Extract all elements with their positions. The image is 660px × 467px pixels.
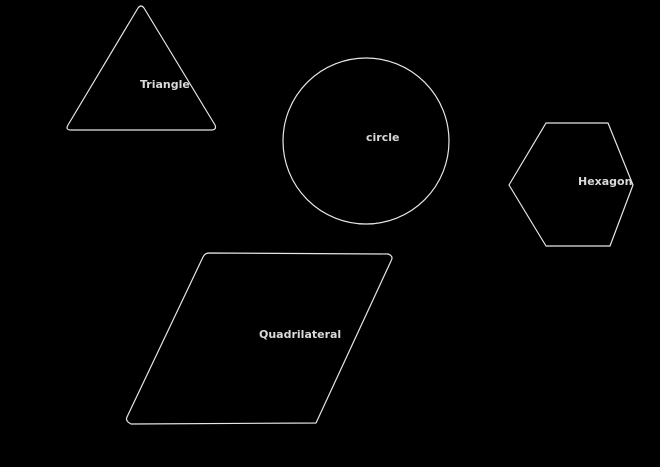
quadrilateral-label: Quadrilateral: [259, 328, 341, 341]
quadrilateral-group: Quadrilateral: [125, 252, 393, 425]
circle-group: circle: [282, 57, 450, 225]
triangle-shape: [66, 5, 217, 131]
circle-label: circle: [366, 131, 399, 144]
hexagon-group: Hexagon: [508, 122, 634, 247]
quadrilateral-shape: [125, 252, 393, 425]
hexagon-label: Hexagon: [578, 175, 632, 188]
triangle-label: Triangle: [140, 78, 190, 91]
hexagon-shape: [508, 122, 634, 247]
triangle-group: Triangle: [66, 5, 217, 131]
circle-shape: [282, 57, 450, 225]
